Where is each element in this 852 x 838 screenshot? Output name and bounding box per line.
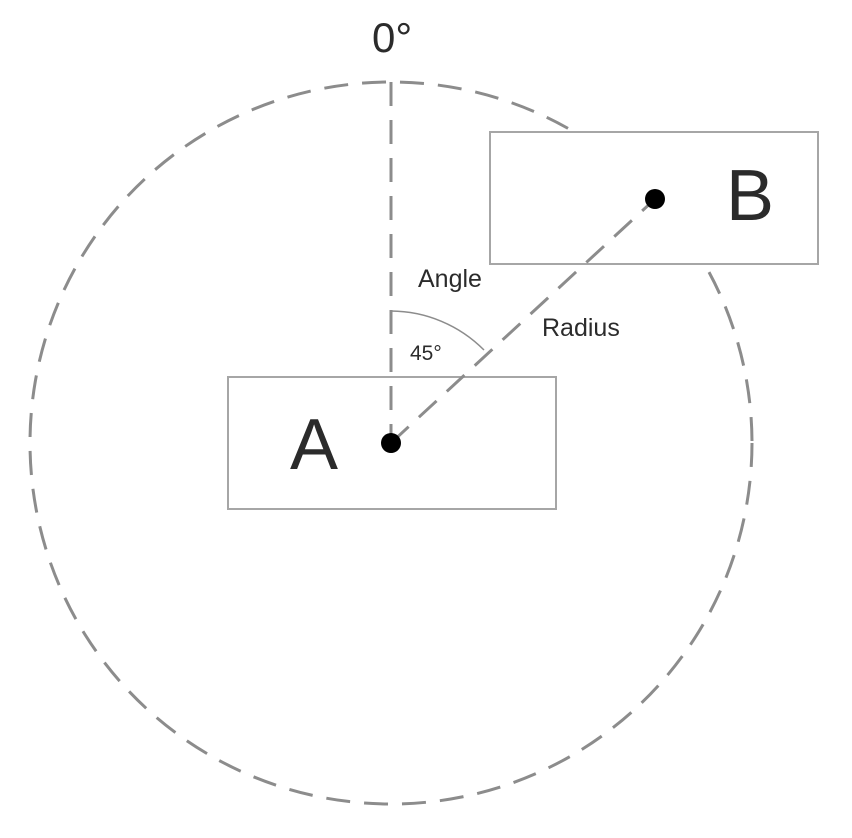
radius-label: Radius bbox=[542, 314, 620, 342]
radius-circle bbox=[28, 80, 754, 806]
point-a-dot bbox=[381, 433, 401, 453]
point-a-label: A bbox=[290, 405, 338, 485]
point-b-label: B bbox=[726, 156, 774, 236]
angle-value-label: 45° bbox=[410, 342, 442, 365]
point-b-dot bbox=[645, 189, 665, 209]
angle-arc bbox=[390, 310, 485, 351]
zero-degree-label: 0° bbox=[372, 14, 412, 61]
angle-label: Angle bbox=[418, 265, 482, 293]
radius-line bbox=[389, 197, 657, 445]
